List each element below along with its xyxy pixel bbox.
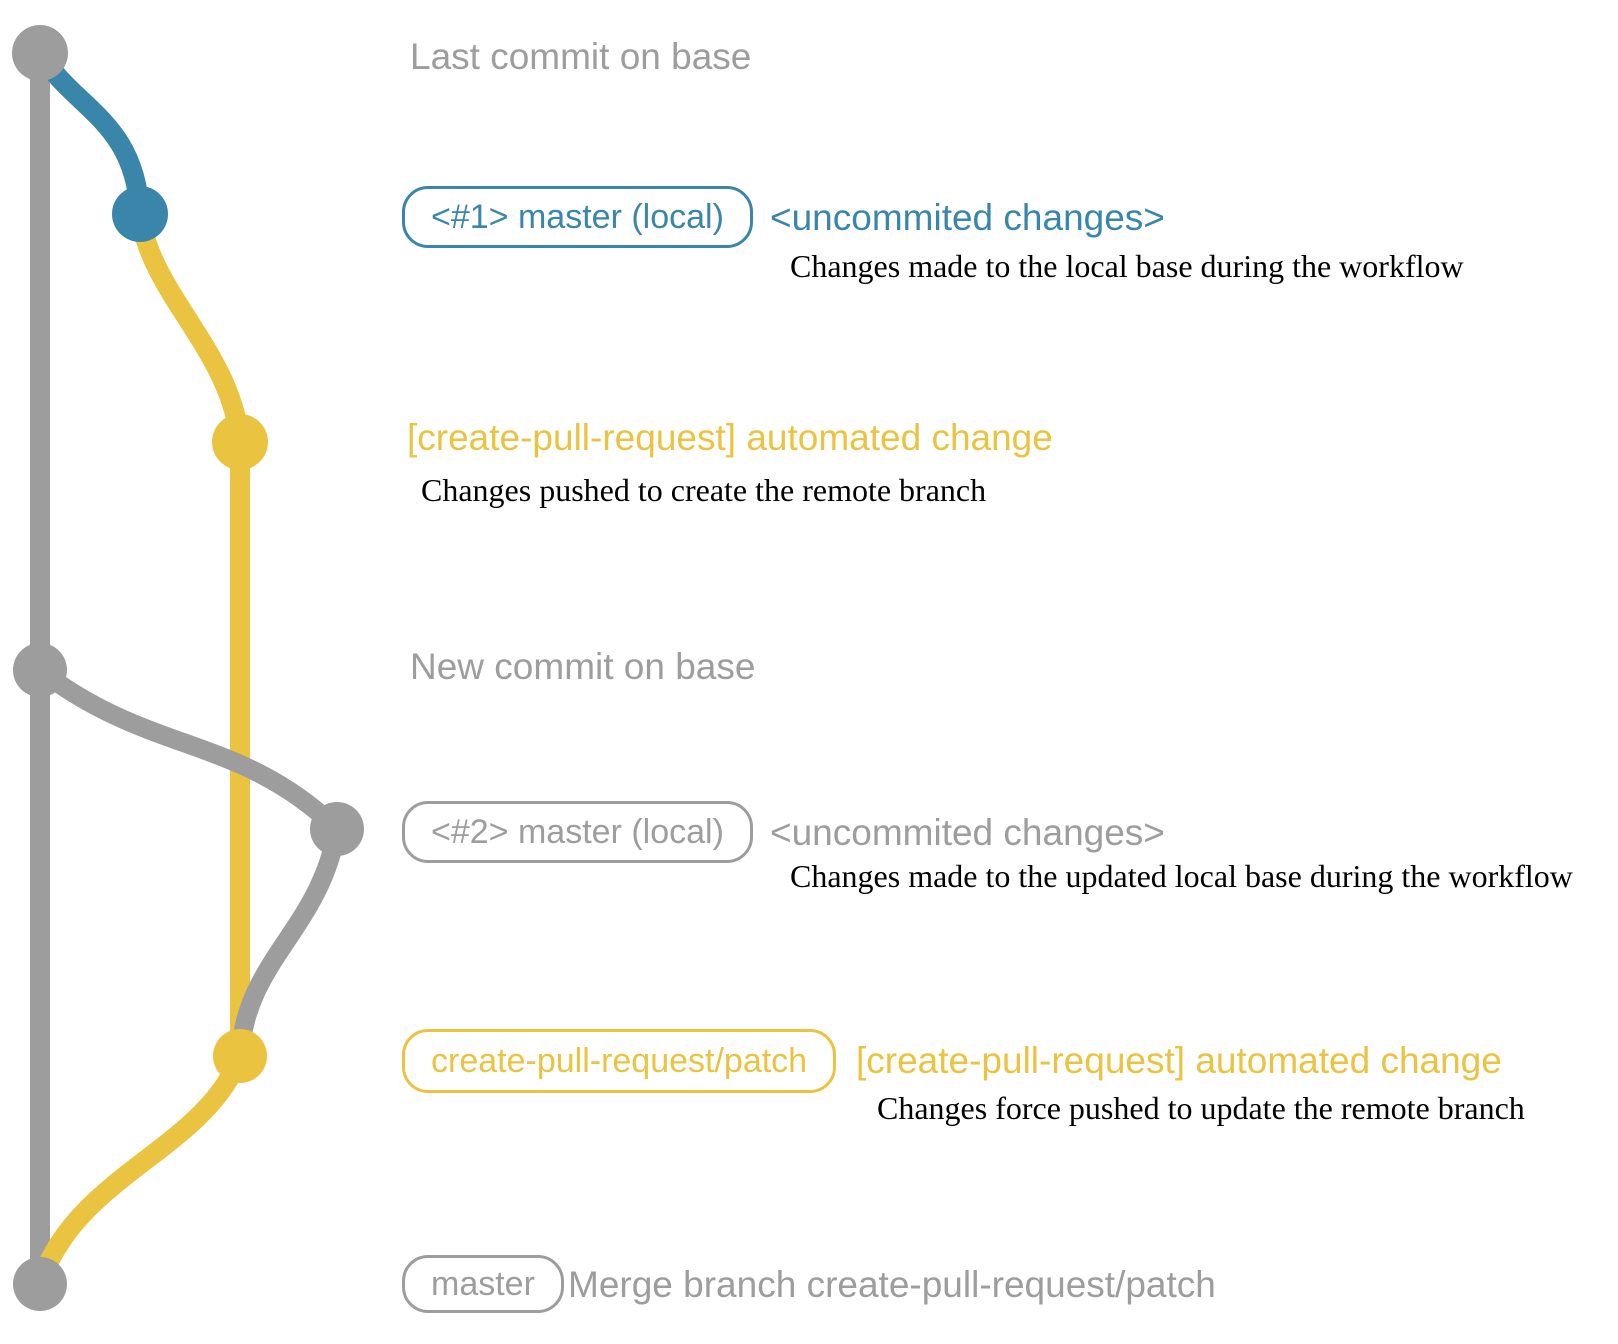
badge-create-pull-request-patch: create-pull-request/patch	[402, 1029, 837, 1093]
message-uncommited-changes-2: <uncommited changes>	[770, 812, 1165, 853]
annotation-local-changes-2: Changes made to the updated local base d…	[790, 858, 1573, 894]
message-merge-branch: Merge branch create-pull-request/patch	[568, 1264, 1216, 1305]
badge-master: master	[402, 1255, 564, 1313]
edge-patch2-to-merge	[30, 1046, 250, 1294]
commit-dot-patch1	[212, 414, 268, 470]
message-uncommited-changes-1: <uncommited changes>	[770, 197, 1165, 238]
badge-master-local-1: <#1> master (local)	[402, 186, 753, 248]
label-new-commit-on-base: New commit on base	[410, 646, 756, 687]
message-automated-change-1: [create-pull-request] automated change	[407, 417, 1053, 458]
commit-dot-new-base	[13, 643, 67, 697]
commit-dot-local1	[112, 186, 168, 242]
label-last-commit-on-base: Last commit on base	[410, 36, 752, 77]
edge-base-to-local2	[30, 660, 347, 839]
annotation-force-push-update-branch: Changes force pushed to update the remot…	[877, 1090, 1525, 1126]
message-automated-change-2: [create-pull-request] automated change	[856, 1040, 1502, 1081]
commit-dot-merge	[13, 1257, 67, 1311]
commit-dot-last-base	[12, 25, 68, 81]
edge-local2-to-patch2	[230, 819, 347, 1066]
edge-local1-to-patch1	[130, 204, 250, 453]
edge-base-to-local1	[30, 43, 150, 224]
annotation-push-create-branch: Changes pushed to create the remote bran…	[421, 472, 987, 508]
commit-dot-patch2	[213, 1029, 267, 1083]
commit-dot-local2	[310, 802, 364, 856]
annotation-local-changes-1: Changes made to the local base during th…	[790, 248, 1464, 284]
badge-master-local-2: <#2> master (local)	[402, 801, 753, 863]
